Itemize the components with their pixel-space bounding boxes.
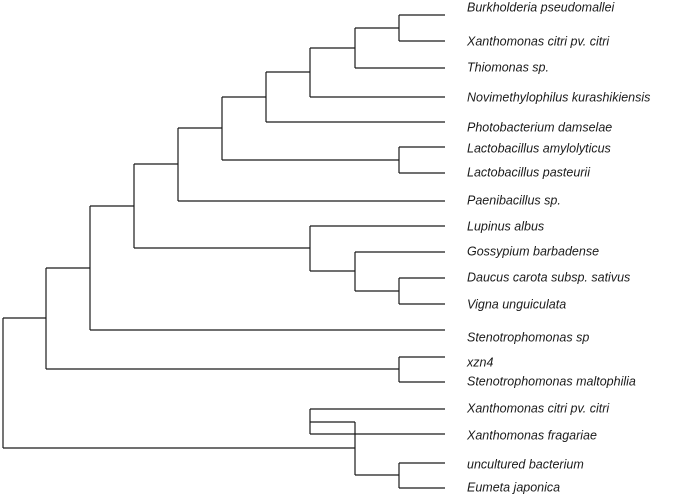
leaf-label: Daucus carota subsp. sativus [467,270,630,284]
leaf-label: Xanthomonas citri pv. citri [466,34,610,48]
leaf-label: Lupinus albus [467,219,544,233]
leaf-label: Xanthomonas fragariae [466,428,597,442]
tree-branches [2,14,445,489]
leaf-label: Thiomonas sp. [467,60,549,74]
leaf-labels: Burkholderia pseudomallei Xanthomonas ci… [466,0,650,494]
leaf-label: Vigna unguiculata [467,297,566,311]
leaf-label: Paenibacillus sp. [467,193,561,207]
leaf-label: Novimethylophilus kurashikiensis [467,90,650,104]
leaf-label: Lactobacillus pasteurii [467,165,591,179]
leaf-label: Photobacterium damselae [467,120,612,134]
leaf-label: Eumeta japonica [467,480,560,494]
leaf-label: Burkholderia pseudomallei [467,0,616,14]
leaf-label: Gossypium barbadense [467,244,599,258]
leaf-label: xzn4 [466,355,493,369]
leaf-label: Lactobacillus amylolyticus [467,141,611,155]
leaf-label: uncultured bacterium [467,457,584,471]
leaf-label: Stenotrophomonas maltophilia [467,374,636,388]
leaf-label: Stenotrophomonas sp [467,330,589,344]
leaf-label: Xanthomonas citri pv. citri [466,401,610,415]
